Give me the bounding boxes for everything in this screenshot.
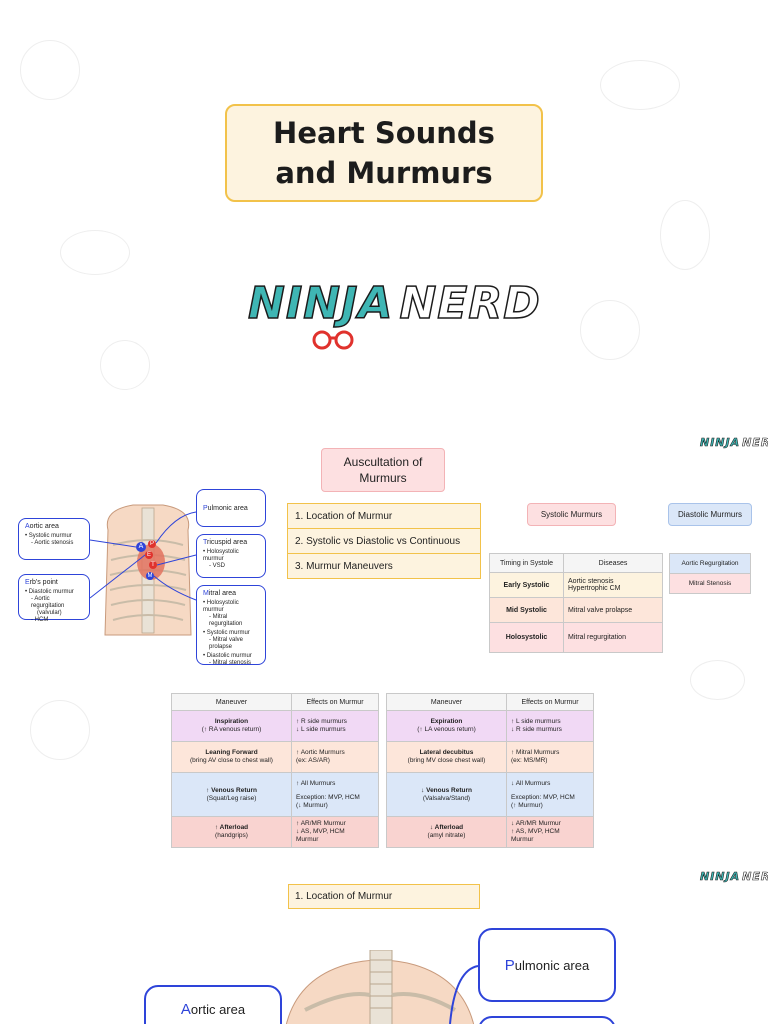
- table-row: Aortic Regurgitation: [669, 553, 751, 574]
- callout-tricuspid-area: Tricuspid area • Holosystolic murmur - V…: [196, 534, 266, 578]
- auscultation-marker: A: [136, 542, 146, 552]
- table-header: Effects on Murmur: [291, 693, 379, 711]
- table-row: Mid Systolic Mitral valve prolapse: [489, 597, 663, 623]
- glasses-icon: [312, 330, 354, 350]
- callout-pulmonic-area: Pulmonic area: [196, 489, 266, 527]
- callout-aortic-area-large: Aortic area: [144, 985, 282, 1024]
- table-header: Diseases: [563, 553, 663, 573]
- auscultation-marker: P: [148, 540, 156, 548]
- callout-erbs-point: Erb's point • Diastolic murmur - Aortic …: [18, 574, 90, 623]
- page-title: Heart Sounds and Murmurs: [225, 104, 543, 202]
- callout-mitral-area: Mitral area • Holosystolic murmur - Mitr…: [196, 585, 266, 666]
- outline-item: 3. Murmur Maneuvers: [295, 561, 393, 572]
- maneuvers-table-right: Maneuver Effects on Murmur Expiration(↑ …: [386, 693, 594, 848]
- table-header: Timing in Systole: [489, 553, 564, 573]
- table-row: Holosystolic Mitral regurgitation: [489, 622, 663, 653]
- outline-list: 1. Location of Murmur 2. Systolic vs Dia…: [287, 503, 481, 579]
- background-doodle: [60, 230, 130, 275]
- maneuvers-table-left: Maneuver Effects on Murmur Inspiration(↑…: [171, 693, 379, 848]
- section-location-of-murmur: 1. Location of Murmur: [288, 884, 480, 909]
- chest-diagram: [104, 504, 192, 636]
- table-header: Maneuver: [171, 693, 292, 711]
- diastolic-murmurs-label: Diastolic Murmurs: [668, 503, 752, 526]
- diastolic-table: Aortic Regurgitation Mitral Stenosis: [669, 553, 751, 594]
- outline-item: 2. Systolic vs Diastolic vs Continuous: [288, 529, 480, 554]
- table-row: ↓ Venous Return(Valsalva/Stand) ↓ All Mu…: [386, 772, 594, 817]
- systolic-murmurs-label: Systolic Murmurs: [527, 503, 616, 526]
- auscultation-marker: E: [145, 551, 153, 559]
- table-row: Leaning Forward(bring AV close to chest …: [171, 741, 379, 773]
- callout-pulmonic-area-large: Pulmonic area: [478, 928, 616, 1002]
- table-row: ↑ Afterload(handgrips) ↑ AR/MR Murmur↓ A…: [171, 816, 379, 848]
- table-row: ↓ Afterload(amyl nitrate) ↓ AR/MR Murmur…: [386, 816, 594, 848]
- background-doodle: [100, 340, 150, 390]
- table-row: Lateral decubitus(bring MV close chest w…: [386, 741, 594, 773]
- systolic-timing-table: Timing in Systole Diseases Early Systoli…: [489, 553, 663, 653]
- background-doodle: [20, 40, 80, 100]
- table-row: Mitral Stenosis: [669, 573, 751, 594]
- table-row: Expiration(↑ LA venous return) ↑ L side …: [386, 710, 594, 742]
- background-doodle: [690, 660, 745, 700]
- callout-aortic-area: Aortic area • Systolic murmur - Aortic s…: [18, 518, 90, 560]
- outline-item: 1. Location of Murmur: [288, 504, 480, 529]
- chest-diagram-large: [285, 950, 475, 1024]
- auscultation-marker: T: [149, 561, 157, 569]
- background-doodle: [660, 200, 710, 270]
- table-header: Effects on Murmur: [506, 693, 594, 711]
- table-header: Maneuver: [386, 693, 507, 711]
- auscultation-title: Auscultation of Murmurs: [321, 448, 445, 492]
- auscultation-marker: M: [146, 572, 154, 580]
- background-doodle: [600, 60, 680, 110]
- callout-tricuspid-area-large-partial: [478, 1016, 616, 1024]
- background-doodle: [30, 700, 90, 760]
- table-row: ↑ Venous Return(Squat/Leg raise) ↑ All M…: [171, 772, 379, 817]
- background-doodle: [580, 300, 640, 360]
- table-row: Inspiration(↑ RA venous return) ↑ R side…: [171, 710, 379, 742]
